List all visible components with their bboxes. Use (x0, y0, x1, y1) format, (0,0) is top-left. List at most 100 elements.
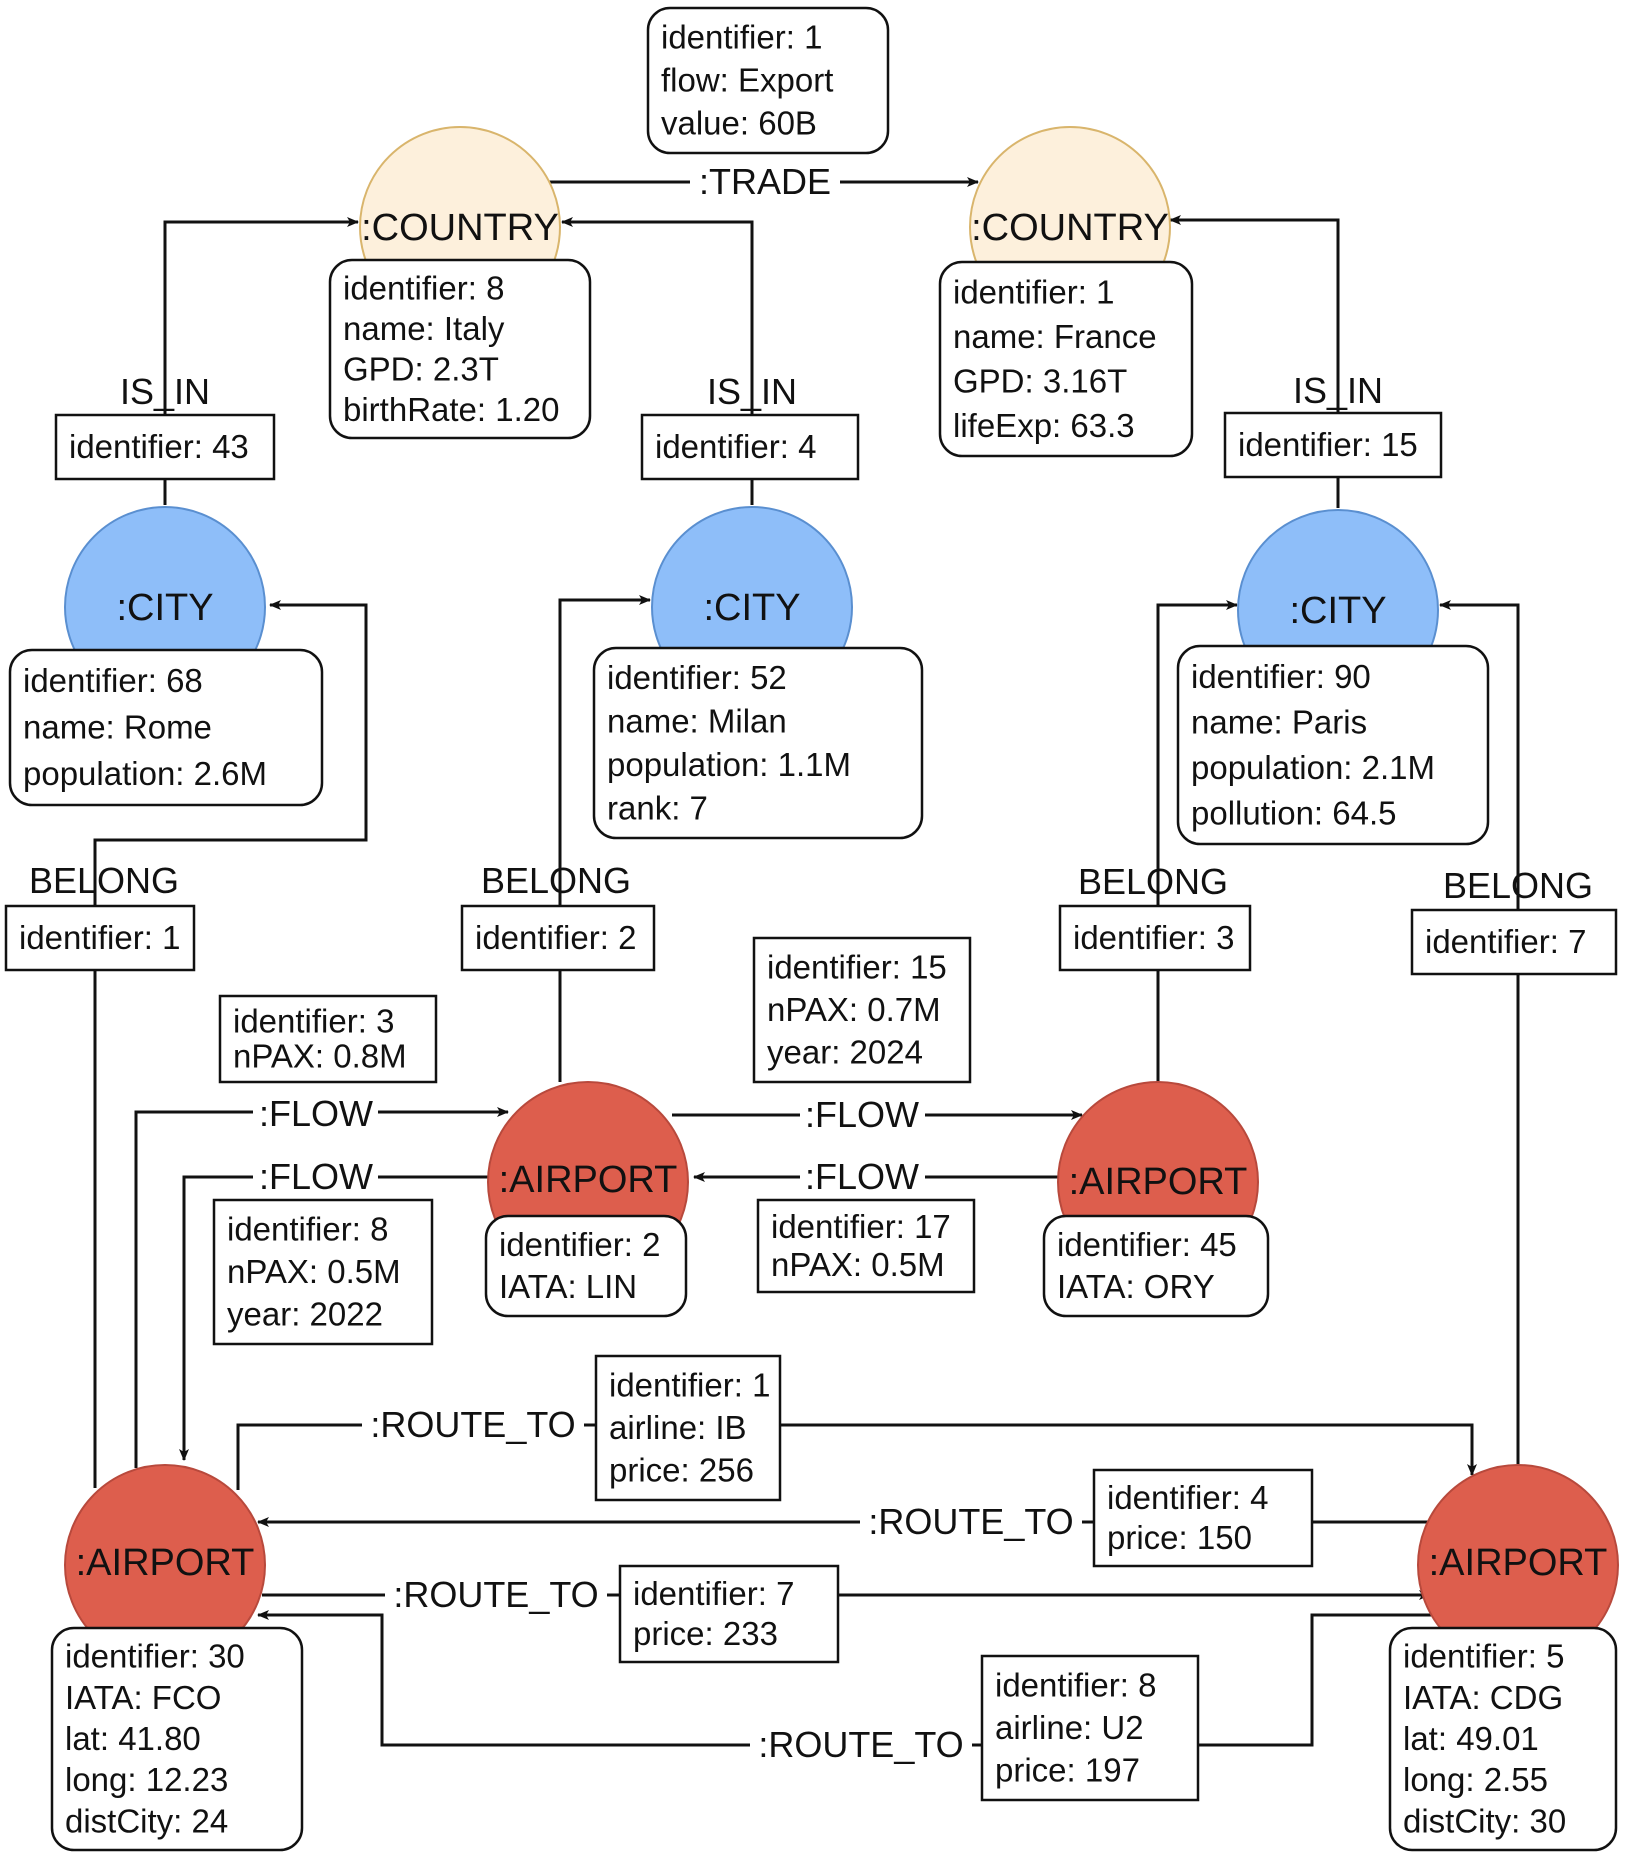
airport-cdg-props-box-line: lat: 49.01 (1403, 1720, 1539, 1757)
airport-ory-props-box-frame (1042, 1214, 1270, 1318)
city-milan-props-box-line: rank: 7 (607, 789, 708, 826)
route-fco-cdg-1-props-box-line: identifier: 1 (609, 1366, 770, 1403)
city-paris-props-box-frame (1176, 644, 1490, 846)
airport-fco-label: :AIRPORT (76, 1542, 255, 1584)
flow-ory-lin-label: :FLOW (805, 1156, 919, 1197)
country-italy-props-box-line: identifier: 8 (343, 269, 504, 306)
country-france-props-box-line: name: France (953, 318, 1157, 355)
city-rome-props-box-frame (8, 648, 324, 807)
is-in-milan-label: IS_IN (707, 371, 797, 412)
airport-fco-props-box-frame (50, 1626, 304, 1852)
route-cdg-fco-8-label: :ROUTE_TO (758, 1724, 963, 1765)
airport-fco-props-box-line: IATA: FCO (65, 1679, 221, 1716)
flow-lin-ory-props-box-line: identifier: 15 (767, 948, 947, 985)
route-cdg-fco-8-props-box-frame (980, 1654, 1200, 1802)
airport-cdg-props-box-line: IATA: CDG (1403, 1679, 1563, 1716)
country-italy-props-box-line: birthRate: 1.20 (343, 391, 559, 428)
airport-ory-props-box: identifier: 45 IATA: ORY (1042, 1214, 1270, 1318)
flow-lin-ory-props-box-line: year: 2024 (767, 1034, 923, 1071)
route-cdg-fco-4-props-box-frame (1092, 1468, 1314, 1568)
route-fco-cdg-1-props-box-line: airline: IB (609, 1409, 747, 1446)
country-italy-props-box-line: name: Italy (343, 310, 505, 347)
route-fco-cdg-1-props-box-line: price: 256 (609, 1452, 754, 1489)
is-in-milan-edge (561, 217, 754, 505)
airport-cdg-props-box-line: long: 2.55 (1403, 1761, 1548, 1798)
route-fco-cdg-7-props-box-frame (618, 1564, 840, 1664)
belong-lin-props-box: identifier: 2 (460, 904, 656, 972)
city-milan-props-box-line: identifier: 52 (607, 659, 787, 696)
route-fco-cdg-7-props-box-line: identifier: 7 (633, 1575, 794, 1612)
route-cdg-fco-8-props-box-line: price: 197 (995, 1752, 1140, 1789)
airport-lin-props-box-line: IATA: LIN (499, 1268, 637, 1305)
city-milan-props-box: identifier: 52 name: Milan population: 1.1… (592, 646, 924, 840)
flow-lin-ory-props-box-line: nPAX: 0.7M (767, 991, 941, 1028)
is-in-rome-edge (163, 217, 359, 505)
trade-props-box-frame (646, 6, 890, 155)
city-rome-label: :CITY (116, 587, 213, 629)
airport-ory-label: :AIRPORT (1069, 1161, 1248, 1203)
city-milan-props-box-line: name: Milan (607, 702, 787, 739)
airport-fco-props-box-line: distCity: 24 (65, 1802, 228, 1839)
city-rome-props-box: identifier: 68 name: Rome population: 2.6M (8, 648, 324, 807)
belong-fco-label: BELONG (29, 860, 179, 901)
city-rome-props-box-line: population: 2.6M (23, 755, 267, 792)
city-paris-label: :CITY (1289, 590, 1386, 632)
belong-lin-props-box-frame (460, 904, 656, 972)
airport-lin-props-box-line: identifier: 2 (499, 1226, 660, 1263)
flow-fco-lin-props-box-line: identifier: 3 (233, 1003, 394, 1040)
route-fco-cdg-7-label: :ROUTE_TO (393, 1574, 598, 1615)
flow-fco-lin-props-box-frame (218, 994, 438, 1084)
city-rome-props-box-line: name: Rome (23, 709, 212, 746)
airport-cdg-props-box: identifier: 5 IATA: CDG lat: 49.01 long: 2.… (1388, 1626, 1618, 1852)
flow-lin-ory-props-box-frame (752, 936, 972, 1084)
city-paris-props-box-line: name: Paris (1191, 703, 1367, 740)
is-in-milan-props-box-frame (640, 413, 860, 481)
flow-lin-fco-edge (179, 1175, 488, 1461)
belong-ory-props-box: identifier: 3 (1058, 904, 1252, 972)
route-fco-cdg-1-props-box: identifier: 1 airline: IB price: 256 (594, 1354, 782, 1502)
route-cdg-fco-4-props-box-line: identifier: 4 (1107, 1479, 1268, 1516)
country-france-props-box-line: GPD: 3.16T (953, 362, 1127, 399)
is-in-paris-props-box: identifier: 15 (1223, 411, 1443, 479)
airport-fco-props-box-line: lat: 41.80 (65, 1720, 201, 1757)
city-paris-props-box-line: identifier: 90 (1191, 658, 1371, 695)
city-milan-props-box-line: population: 1.1M (607, 746, 851, 783)
airport-cdg-props-box-line: identifier: 5 (1403, 1638, 1564, 1675)
flow-fco-lin-label: :FLOW (259, 1093, 373, 1134)
flow-lin-fco-props-box-line: identifier: 8 (227, 1210, 388, 1247)
country-france-label: :COUNTRY (971, 207, 1169, 249)
belong-cdg-props-box-line: identifier: 7 (1425, 923, 1586, 960)
country-france-props-box-frame (938, 260, 1194, 458)
airport-lin-label: :AIRPORT (499, 1159, 678, 1201)
flow-fco-lin-props-box-line: nPAX: 0.8M (233, 1038, 407, 1075)
trade-props-box-line: identifier: 1 (661, 19, 822, 56)
flow-lin-ory-label: :FLOW (805, 1094, 919, 1135)
belong-ory-props-box-line: identifier: 3 (1073, 919, 1234, 956)
airport-ory-props-box-line: identifier: 45 (1057, 1226, 1237, 1263)
route-fco-cdg-1-props-box-frame (594, 1354, 782, 1502)
belong-lin-props-box-line: identifier: 2 (475, 919, 636, 956)
city-rome-props-box-line: identifier: 68 (23, 662, 203, 699)
is-in-rome-props-box: identifier: 43 (54, 413, 276, 481)
belong-ory-props-box-frame (1058, 904, 1252, 972)
flow-ory-lin-props-box-line: nPAX: 0.5M (771, 1246, 945, 1283)
airport-lin-props-box: identifier: 2 IATA: LIN (484, 1214, 688, 1318)
belong-fco-props-box-frame (4, 904, 196, 972)
route-cdg-fco-4-props-box-line: price: 150 (1107, 1519, 1252, 1556)
flow-lin-fco-label: :FLOW (259, 1156, 373, 1197)
is-in-paris-props-box-frame (1223, 411, 1443, 479)
belong-cdg-props-box: identifier: 7 (1410, 908, 1618, 976)
belong-cdg-label: BELONG (1443, 865, 1593, 906)
belong-fco-props-box-line: identifier: 1 (19, 919, 180, 956)
belong-fco-props-box: identifier: 1 (4, 904, 196, 972)
airport-ory-props-box-line: IATA: ORY (1057, 1268, 1215, 1305)
city-paris-props-box-line: pollution: 64.5 (1191, 794, 1397, 831)
country-france-props-box-line: lifeExp: 63.3 (953, 407, 1135, 444)
